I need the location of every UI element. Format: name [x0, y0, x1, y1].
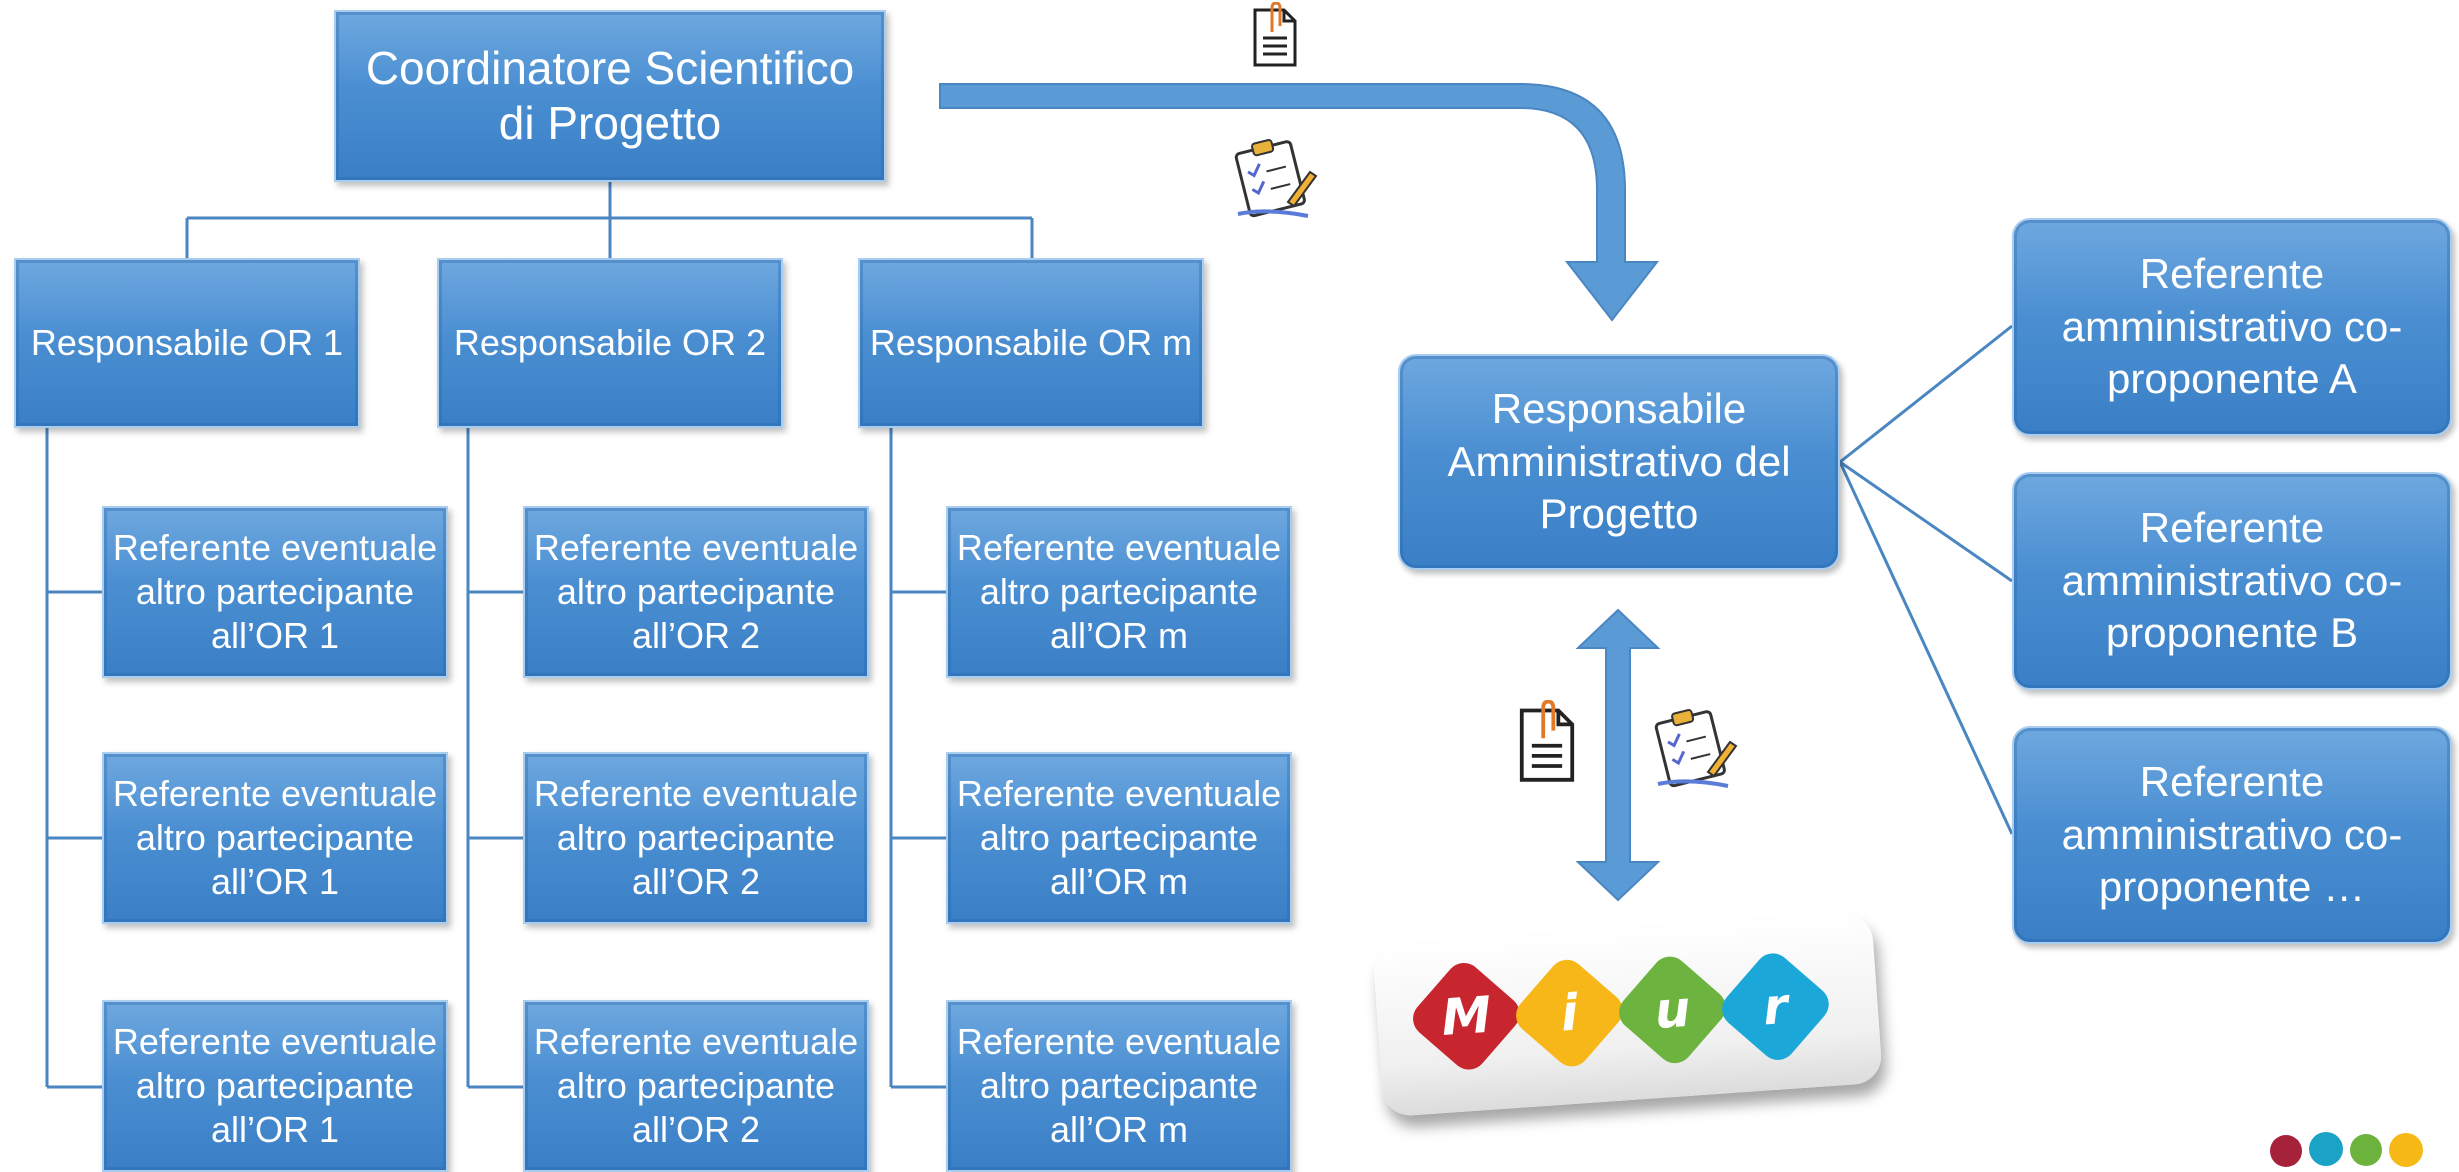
double-arrow	[1575, 608, 1661, 902]
coordinator-box: Coordinatore Scientifico di Progetto	[334, 10, 886, 182]
co-proponent-b: Referente amministrativo co- proponente …	[2012, 472, 2452, 690]
referent-or2-2: Referente eventuale altro partecipante a…	[523, 752, 869, 924]
referent-or1-2: Referente eventuale altro partecipante a…	[102, 752, 448, 924]
referent-orm-2: Referente eventuale altro partecipante a…	[946, 752, 1292, 924]
or-responsible-2: Responsabile OR 2	[437, 258, 783, 428]
referent-orm-3: Referente eventuale altro partecipante a…	[946, 1000, 1292, 1172]
co-proponent-a: Referente amministrativo co- proponente …	[2012, 218, 2452, 436]
referent-or2-3: Referente eventuale altro partecipante a…	[523, 1000, 869, 1172]
document-clip-icon	[1519, 700, 1575, 782]
logo-letter: M	[1440, 986, 1494, 1047]
or-responsible-m: Responsabile OR m	[858, 258, 1204, 428]
clipboard-checklist-icon	[1234, 139, 1318, 218]
document-clip-icon	[1253, 2, 1297, 67]
clipboard-checklist-icon	[1654, 709, 1738, 788]
referent-or2-1: Referente eventuale altro partecipante a…	[523, 506, 869, 678]
co-proponent-other: Referente amministrativo co- proponente …	[2012, 726, 2452, 944]
admin-responsible-box: Responsabile Amministrativo del Progetto	[1398, 354, 1840, 570]
logo-letter: u	[1653, 980, 1693, 1040]
referent-orm-1: Referente eventuale altro partecipante a…	[946, 506, 1292, 678]
referent-or1-1: Referente eventuale altro partecipante a…	[102, 506, 448, 678]
curved-arrow	[939, 83, 1660, 322]
miur-logo: M i u r	[1372, 912, 1883, 1127]
logo-letter: i	[1559, 983, 1581, 1042]
referent-or1-3: Referente eventuale altro partecipante a…	[102, 1000, 448, 1172]
colored-dots-icon	[2270, 1132, 2423, 1167]
or-responsible-1: Responsabile OR 1	[14, 258, 360, 428]
